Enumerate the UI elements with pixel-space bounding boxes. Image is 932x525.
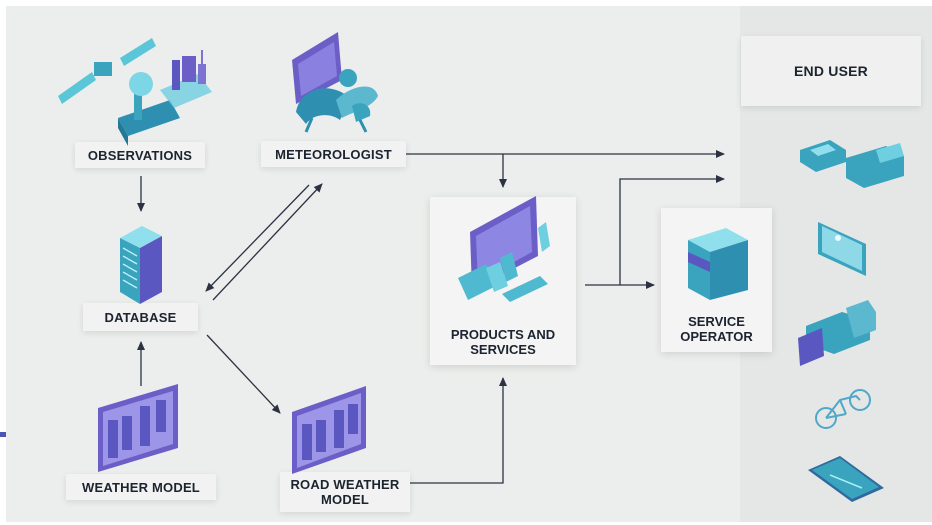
road-weather-model-icon: [292, 386, 366, 474]
cars-truck-icon: [800, 140, 904, 188]
node-road-weather-model: ROAD WEATHER MODEL: [280, 472, 410, 512]
smartphone-map-icon: [808, 456, 884, 502]
service-operator-label: SERVICE OPERATOR: [680, 314, 753, 344]
road-map-icon: [818, 222, 866, 276]
satellite-station-icon: [58, 38, 212, 146]
weather-model-icon: [98, 384, 178, 472]
arrow-meteorologist-database: [205, 184, 310, 292]
meteorologist-icon: [292, 32, 378, 133]
arrow-database-meteorologist: [212, 183, 323, 301]
devices-icon: [458, 196, 550, 302]
arrow-roadmodel-products: [410, 377, 507, 484]
kiosk-icon: [688, 228, 748, 300]
snowplow-icon: [798, 300, 876, 366]
node-weather-model: WEATHER MODEL: [66, 474, 216, 500]
database-server-icon: [120, 226, 162, 304]
node-meteorologist: METEOROLOGIST: [261, 141, 406, 167]
edge-artifact: [0, 432, 6, 437]
products-services-label: PRODUCTS AND SERVICES: [450, 327, 556, 357]
arrow-database-roadmodel: [206, 334, 281, 414]
bicycle-icon: [815, 389, 871, 429]
node-observations: OBSERVATIONS: [75, 142, 205, 168]
node-database: DATABASE: [83, 303, 198, 331]
end-user-header: END USER: [741, 36, 921, 106]
arrow-products-enduser: [619, 175, 725, 285]
